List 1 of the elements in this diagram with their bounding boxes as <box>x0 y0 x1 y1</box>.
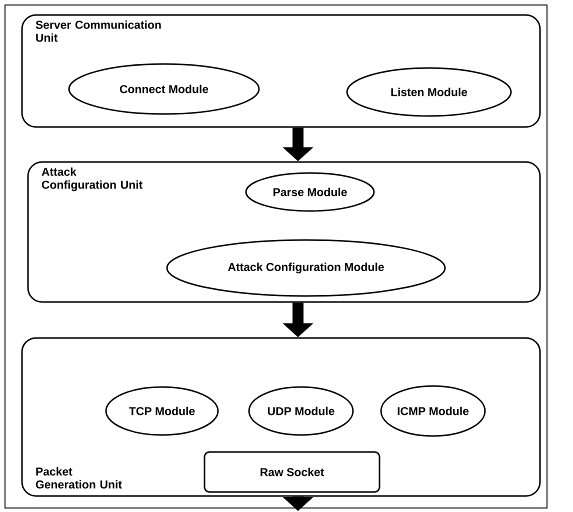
socket-box: Raw Socket <box>204 451 380 493</box>
